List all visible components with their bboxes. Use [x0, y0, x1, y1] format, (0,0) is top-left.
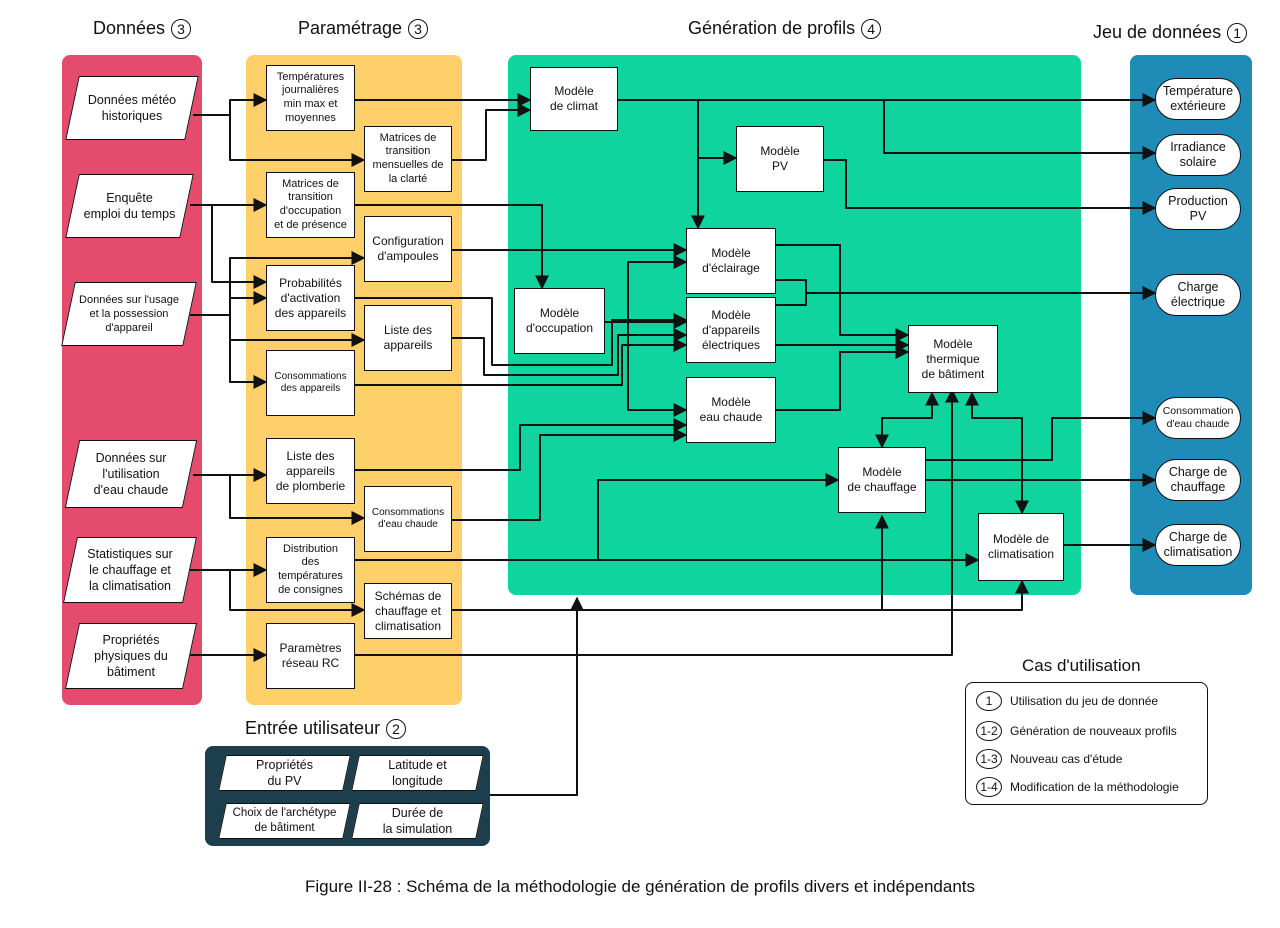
latitude-longitude-label: Latitude et longitude	[388, 757, 447, 788]
legend-row: 1-3 Nouveau cas d'étude	[976, 749, 1122, 769]
statistiques-chauffage-box: Statistiques sur le chauffage et la clim…	[70, 537, 190, 603]
legend-title: Cas d'utilisation	[1022, 656, 1141, 675]
latitude-longitude-input: Latitude et longitude	[355, 755, 480, 791]
modele-climatisation-box: Modèle de climatisation	[978, 513, 1064, 581]
modele-climat-box: Modèle de climat	[530, 67, 618, 131]
charge-electrique-pill: Charge électrique	[1155, 274, 1241, 316]
liste-plomberie-box: Liste des appareils de plomberie	[266, 438, 355, 504]
donnees-usage-box: Données sur l'usage et la possession d'a…	[68, 282, 190, 346]
matrices-occupation-box: Matrices de transition d'occupation et d…	[266, 172, 355, 238]
modele-eclairage-box: Modèle d'éclairage	[686, 228, 776, 294]
parametrage-heading-number: 3	[408, 18, 429, 39]
proprietes-pv-label: Propriétés du PV	[256, 757, 313, 788]
parametrage-heading-label: Paramétrage	[298, 18, 403, 38]
legend-tag: 1-3	[976, 749, 1002, 769]
charge-climatisation-pill: Charge de climatisation	[1155, 524, 1241, 566]
production-pv-pill: Production PV	[1155, 188, 1241, 230]
proprietes-pv-input: Propriétés du PV	[222, 755, 347, 791]
figure-caption: Figure II-28 : Schéma de la méthodologie…	[304, 877, 976, 896]
donnees-heading-number: 3	[171, 18, 192, 39]
probabilites-box: Probabilités d'activation des appareils	[266, 265, 355, 331]
legend-label: Modification de la méthodologie	[1010, 780, 1179, 794]
legend-label: Nouveau cas d'étude	[1010, 752, 1123, 766]
charge-chauffage-pill: Charge de chauffage	[1155, 459, 1241, 501]
legend-tag: 1-4	[976, 777, 1002, 797]
distribution-temperatures-box: Distribution des températures de consign…	[266, 537, 355, 603]
legend-tag: 1-2	[976, 721, 1002, 741]
consommation-eau-chaude-pill: Consommation d'eau chaude	[1155, 397, 1241, 439]
generation-heading-number: 4	[861, 18, 882, 39]
choix-archetype-input: Choix de l'archétype de bâtiment	[222, 803, 347, 839]
legend-row: 1-2 Génération de nouveaux profils	[976, 721, 1177, 741]
donnees-eau-chaude-label: Données sur l'utilisation d'eau chaude	[93, 450, 169, 498]
jeu-heading-label: Jeu de données	[1093, 22, 1222, 42]
donnees-meteo-label: Données météo historiques	[87, 92, 177, 123]
donnees-heading-label: Données	[93, 18, 166, 38]
donnees-eau-chaude-box: Données sur l'utilisation d'eau chaude	[72, 440, 190, 508]
schemas-box: Schémas de chauffage et climatisation	[364, 583, 452, 639]
entree-heading-number: 2	[386, 718, 407, 739]
entree-heading: Entrée utilisateur 2	[245, 718, 407, 739]
modele-eau-chaude-box: Modèle eau chaude	[686, 377, 776, 443]
consommations-eau-box: Consommations d'eau chaude	[364, 486, 452, 552]
matrices-clarte-box: Matrices de transition mensuelles de la …	[364, 126, 452, 192]
enquete-emploi-box: Enquête emploi du temps	[72, 174, 187, 238]
consommations-appareils-box: Consommations des appareils	[266, 350, 355, 416]
generation-heading-label: Génération de profils	[688, 18, 856, 38]
legend-row: 1 Utilisation du jeu de donnée	[976, 691, 1158, 711]
legend-box: 1 Utilisation du jeu de donnée 1-2 Génér…	[965, 682, 1208, 805]
modele-pv-box: Modèle PV	[736, 126, 824, 192]
temperatures-box: Températures journalières min max et moy…	[266, 65, 355, 131]
donnees-heading: Données 3	[93, 18, 192, 39]
liste-appareils-box: Liste des appareils	[364, 305, 452, 371]
enquete-emploi-label: Enquête emploi du temps	[83, 190, 176, 221]
proprietes-physiques-box: Propriétés physiques du bâtiment	[72, 623, 190, 689]
donnees-usage-label: Données sur l'usage et la possession d'a…	[79, 293, 179, 335]
choix-archetype-label: Choix de l'archétype de bâtiment	[232, 807, 337, 834]
jeu-heading-number: 1	[1227, 22, 1248, 43]
duree-simulation-input: Durée de la simulation	[355, 803, 480, 839]
proprietes-physiques-label: Propriétés physiques du bâtiment	[94, 632, 168, 680]
legend-label: Utilisation du jeu de donnée	[1010, 694, 1159, 708]
modele-thermique-box: Modèle thermique de bâtiment	[908, 325, 998, 393]
entree-heading-label: Entrée utilisateur	[245, 718, 381, 738]
donnees-meteo-box: Données météo historiques	[72, 76, 192, 140]
modele-appareils-box: Modèle d'appareils électriques	[686, 297, 776, 363]
configuration-ampoules-box: Configuration d'ampoules	[364, 216, 452, 282]
generation-heading: Génération de profils 4	[688, 18, 882, 39]
legend-row: 1-4 Modification de la méthodologie	[976, 777, 1179, 797]
parametrage-heading: Paramétrage 3	[298, 18, 429, 39]
legend-label: Génération de nouveaux profils	[1010, 724, 1177, 738]
parametres-rc-box: Paramètres réseau RC	[266, 623, 355, 689]
modele-chauffage-box: Modèle de chauffage	[838, 447, 926, 513]
irradiance-solaire-pill: Irradiance solaire	[1155, 134, 1241, 176]
jeu-heading: Jeu de données 1	[1093, 22, 1248, 43]
modele-occupation-box: Modèle d'occupation	[514, 288, 605, 354]
temperature-exterieure-pill: Température extérieure	[1155, 78, 1241, 120]
duree-simulation-label: Durée de la simulation	[382, 805, 453, 836]
legend-tag: 1	[976, 691, 1002, 711]
statistiques-chauffage-label: Statistiques sur le chauffage et la clim…	[87, 546, 173, 594]
